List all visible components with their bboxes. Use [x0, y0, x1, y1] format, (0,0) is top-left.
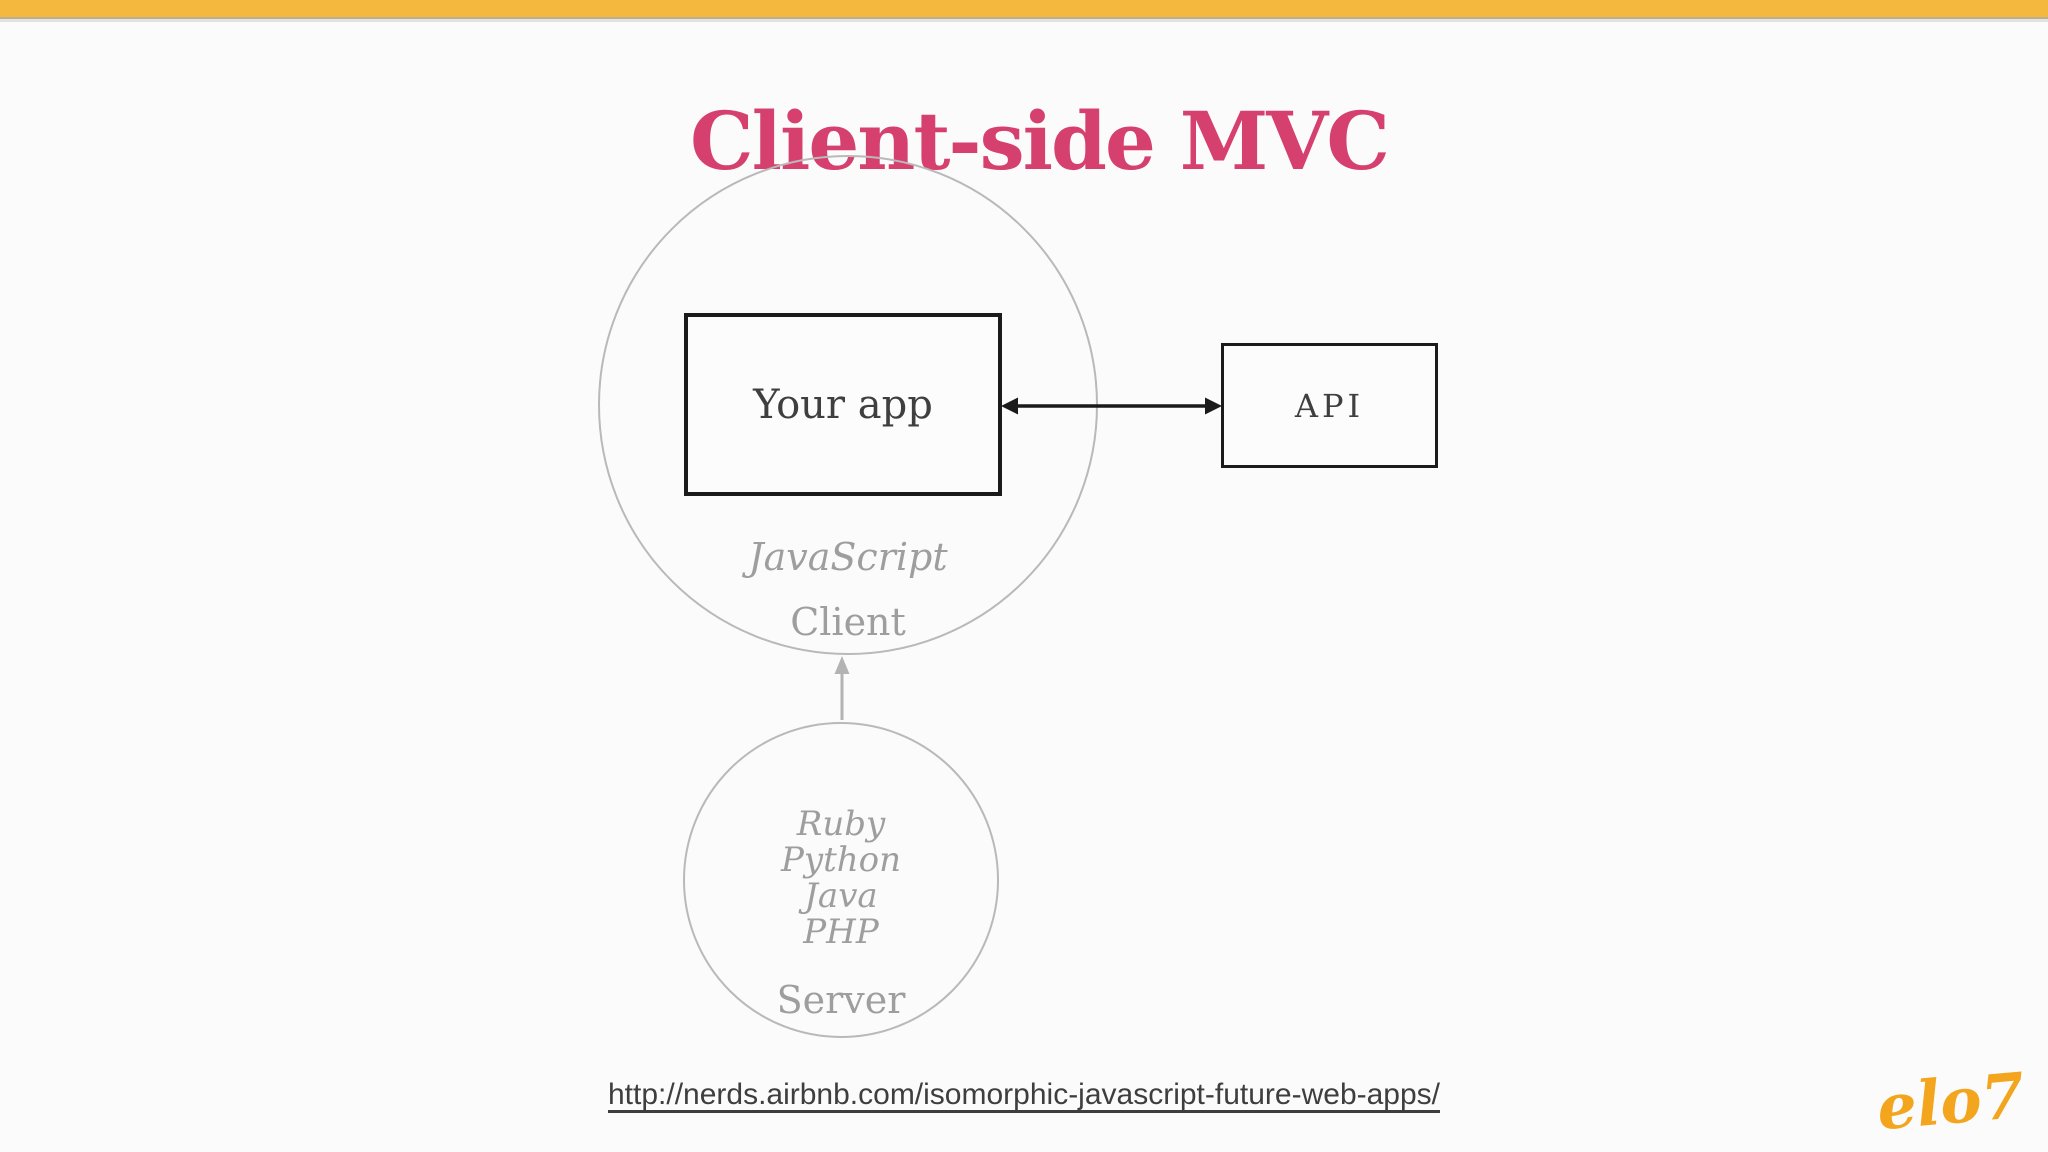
bidirectional-arrow-icon	[1001, 397, 1222, 415]
language-item: Python	[780, 840, 901, 880]
language-item: Java	[804, 876, 878, 916]
elo7-logo: elo7	[1873, 1058, 2027, 1145]
top-accent-bar	[0, 0, 2048, 19]
language-item: PHP	[803, 912, 879, 952]
slide-title: Client-side MVC	[689, 94, 1390, 189]
your-app-label: Your app	[753, 381, 933, 428]
client-label: Client	[790, 600, 906, 644]
footer: http://nerds.airbnb.com/isomorphic-javas…	[0, 1078, 2048, 1112]
server-languages-list: Ruby Python Java PHP	[683, 806, 999, 950]
server-circle	[683, 722, 999, 1038]
your-app-box: Your app	[684, 313, 1002, 496]
javascript-label: JavaScript	[748, 535, 948, 579]
api-box: API	[1221, 343, 1438, 468]
api-label: API	[1294, 386, 1365, 425]
source-url-link[interactable]: http://nerds.airbnb.com/isomorphic-javas…	[607, 1078, 1441, 1111]
up-arrow-icon	[834, 656, 850, 720]
server-label: Server	[776, 978, 906, 1022]
language-item: Ruby	[796, 804, 886, 844]
